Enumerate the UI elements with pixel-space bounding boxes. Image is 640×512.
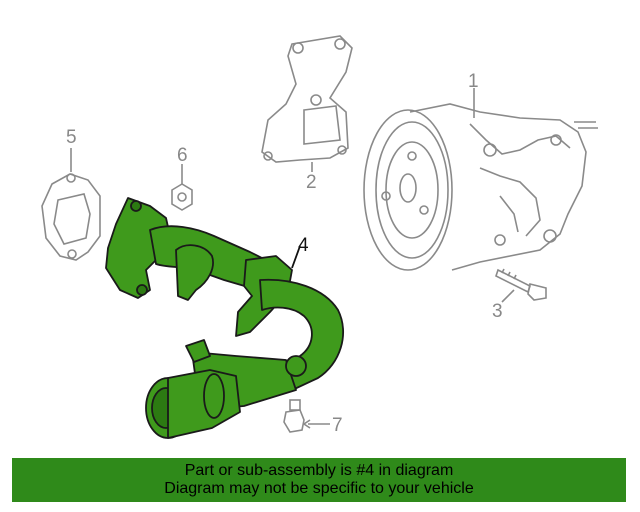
callout-1[interactable]: 1 (468, 71, 479, 92)
part-7-sensor[interactable] (283, 399, 330, 433)
callout-5[interactable]: 5 (66, 127, 77, 148)
part-2-gasket[interactable] (261, 35, 353, 172)
part-4-coolant-pipe[interactable] (105, 197, 345, 439)
callout-4[interactable]: 4 (298, 235, 309, 256)
part-1-water-pump[interactable] (363, 88, 598, 271)
callout-6[interactable]: 6 (177, 145, 188, 166)
part-6-nut[interactable] (171, 164, 193, 211)
info-banner: Part or sub-assembly is #4 in diagram Di… (12, 458, 626, 502)
part-3-bolt[interactable] (495, 268, 547, 303)
part-5-gasket[interactable] (41, 148, 101, 261)
banner-line-1: Part or sub-assembly is #4 in diagram (184, 462, 454, 479)
callout-7[interactable]: 7 (332, 415, 343, 436)
banner-line-2: Diagram may not be specific to your vehi… (164, 480, 474, 497)
callout-3[interactable]: 3 (492, 301, 503, 322)
callout-2[interactable]: 2 (306, 172, 317, 193)
